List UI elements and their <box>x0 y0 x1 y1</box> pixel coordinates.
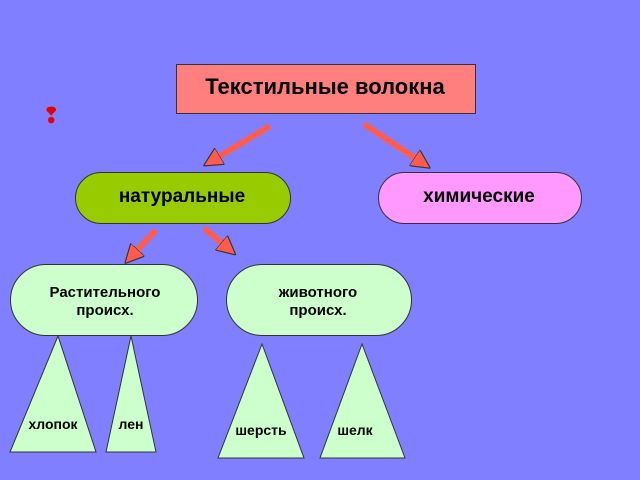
diagram-title: Текстильные волокна <box>205 74 445 99</box>
plant-origin-label: Растительного происх. <box>49 284 161 319</box>
leaf-triangle-flax <box>105 335 157 453</box>
chemical-node <box>378 172 582 224</box>
leaf-label-silk: шелк <box>337 422 373 438</box>
arrow-title-chemical <box>362 121 424 164</box>
leaf-label-flax: лен <box>118 416 144 432</box>
arrow-natural-plant <box>130 227 159 258</box>
arrow-title-natural <box>210 123 272 162</box>
exclamation-icon: ❢ <box>42 104 61 129</box>
title-box <box>176 64 476 114</box>
leaf-label-cotton: хлопок <box>28 416 78 432</box>
arrow-natural-animal <box>202 225 230 250</box>
animal-origin-label: животного происх. <box>278 284 358 319</box>
leaf-triangle-cotton <box>9 334 97 453</box>
leaf-label-wool: шерсть <box>235 422 287 438</box>
leaf-triangle-silk <box>319 342 406 459</box>
natural-label: натуральные <box>118 186 246 207</box>
plant-origin-node <box>10 264 198 336</box>
natural-node <box>75 172 291 224</box>
animal-origin-node <box>226 264 412 336</box>
leaf-triangle-wool <box>217 342 305 459</box>
chemical-label: химические <box>423 186 535 207</box>
